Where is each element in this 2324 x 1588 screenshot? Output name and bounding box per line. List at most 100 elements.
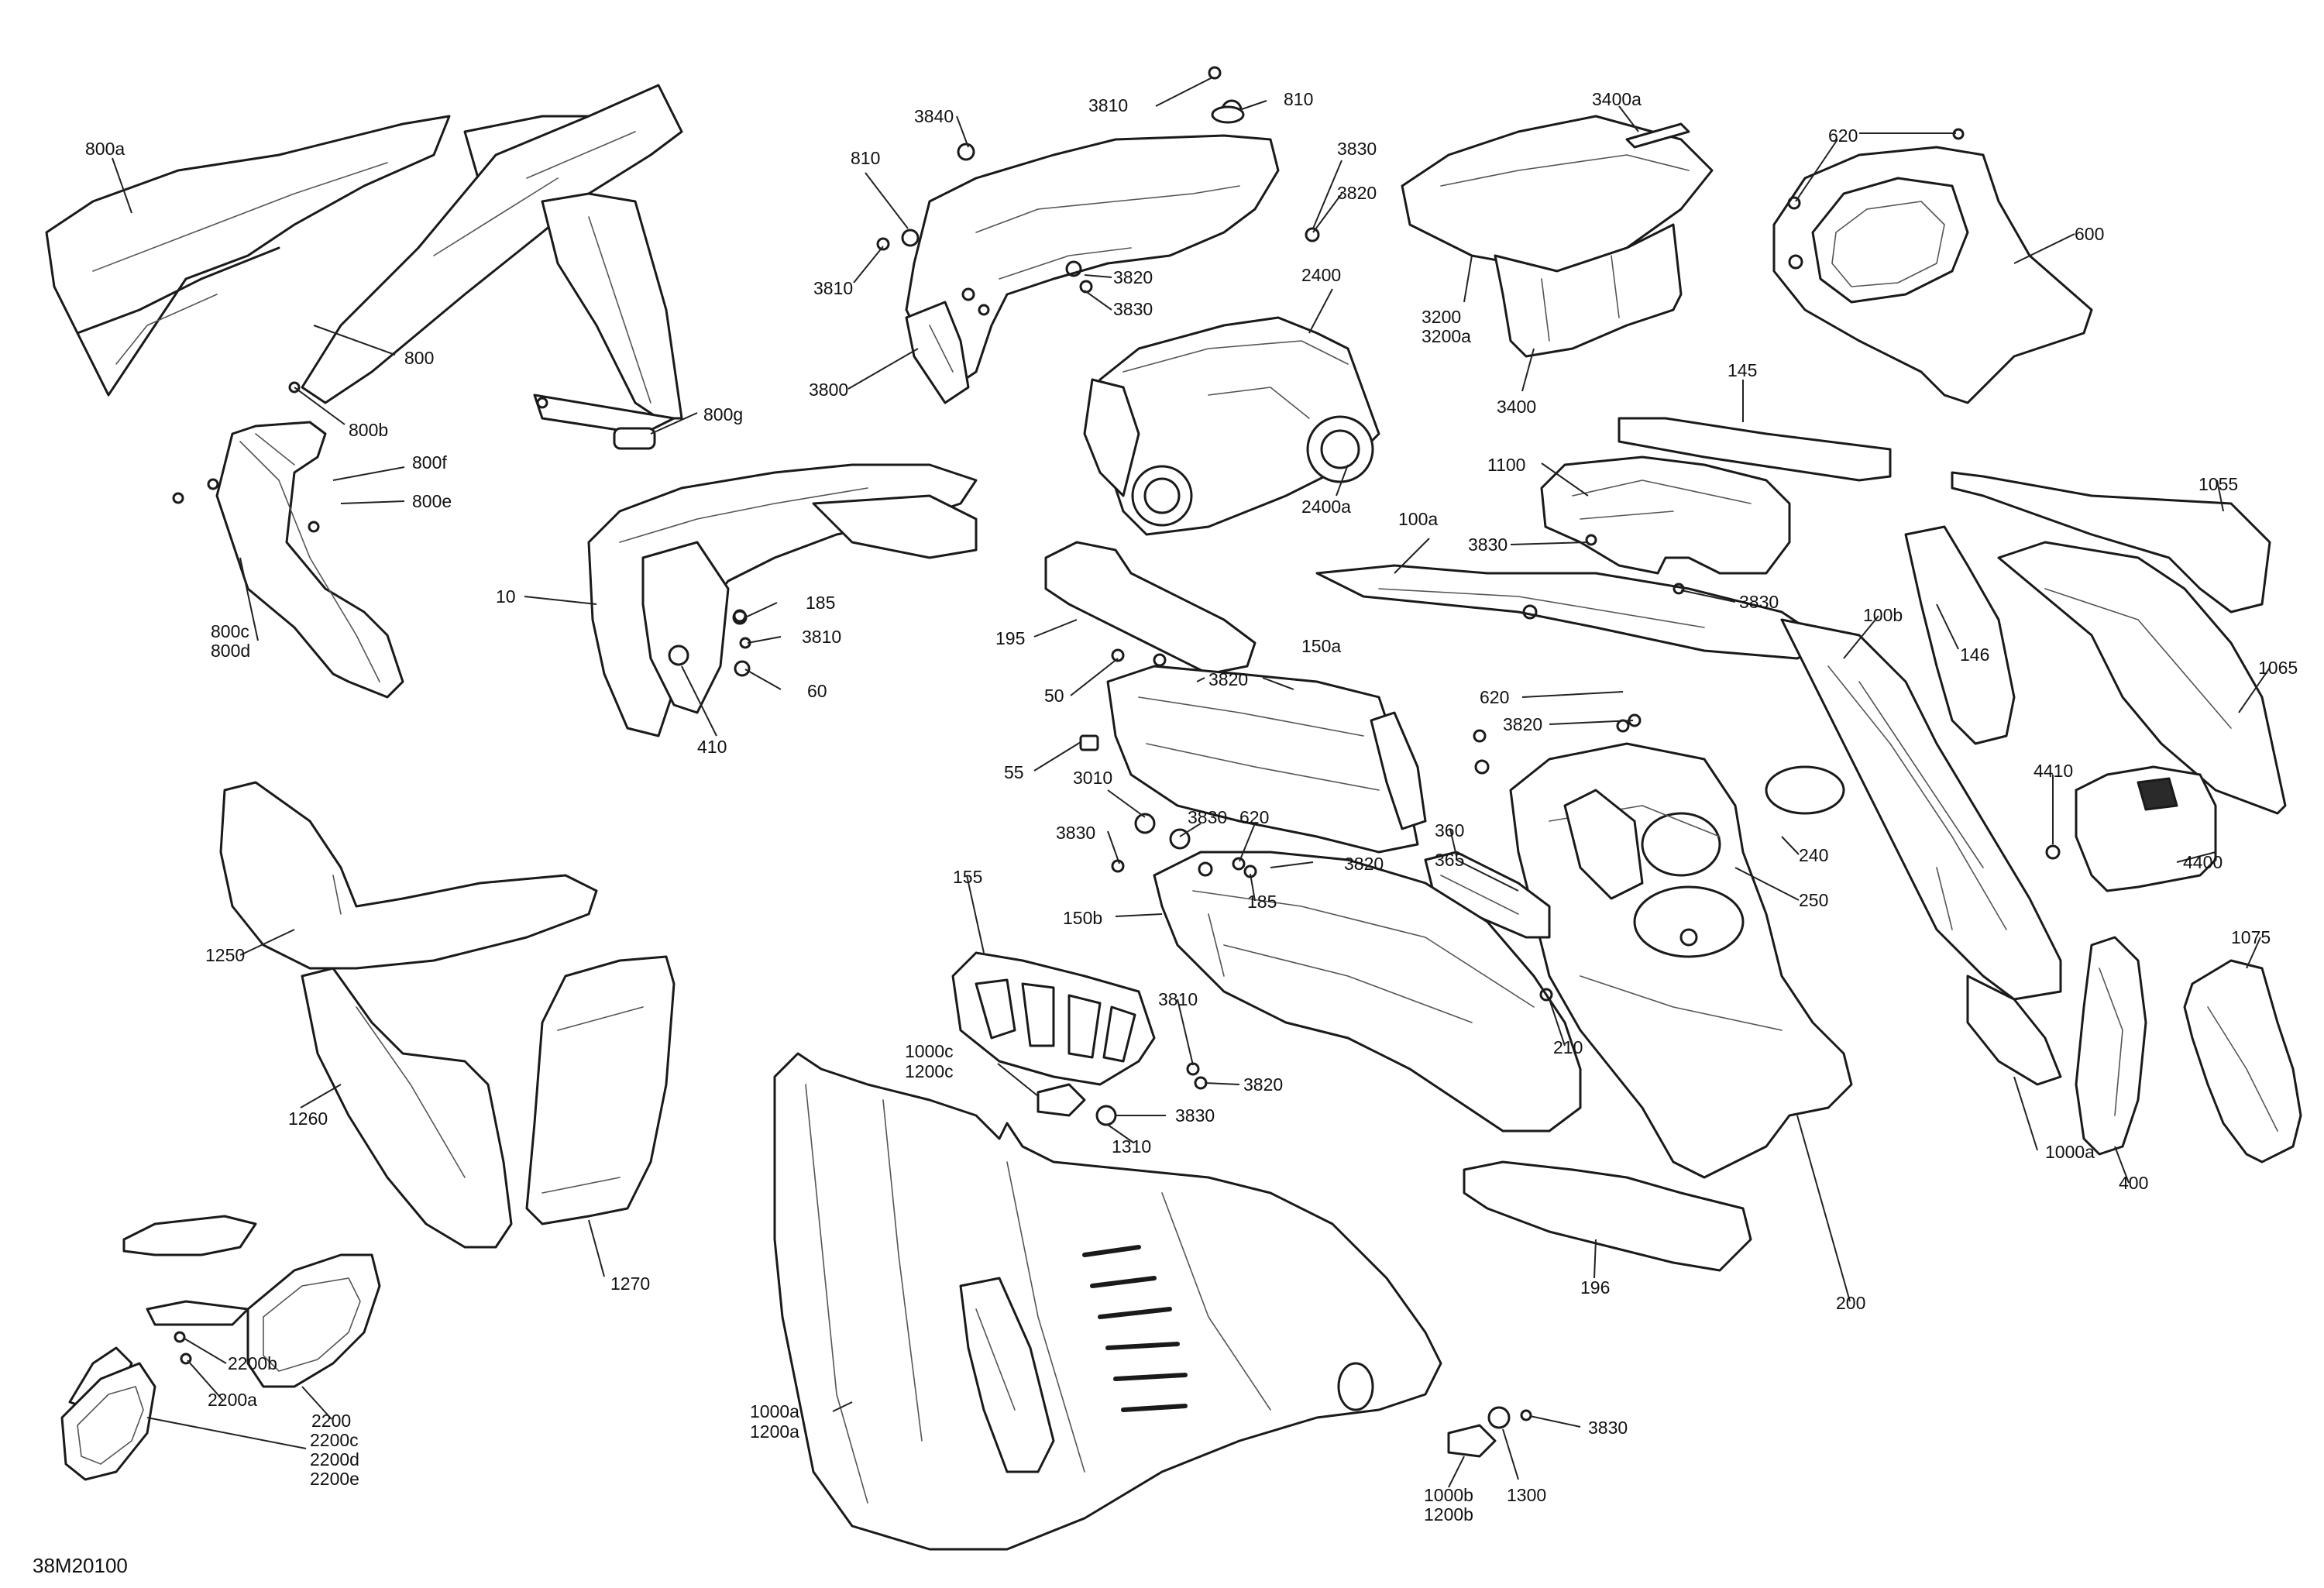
callout-label: 1000a — [750, 1401, 799, 1421]
part-800g-lens — [613, 427, 656, 450]
part-155-vent — [951, 951, 1156, 1086]
part-front-cowl — [45, 84, 683, 435]
callout-label: 10 — [496, 586, 516, 607]
callout-label: 620 — [1828, 125, 1858, 146]
callout-label: 3820 — [1503, 714, 1542, 734]
callout-label: 3820 — [1344, 854, 1384, 874]
callout-label: 2200d — [310, 1449, 359, 1469]
callout-label: 155 — [953, 867, 982, 887]
callout-label: 365 — [1435, 850, 1464, 870]
part-1270-panel — [525, 955, 676, 1225]
callout-label: 3830 — [1056, 823, 1095, 843]
callout-label: 200 — [1836, 1293, 1865, 1313]
callout-label: 2200b — [228, 1353, 277, 1373]
callout-label: 3830 — [1468, 534, 1508, 555]
callout-label: 410 — [697, 737, 727, 757]
part-gauge-bezel — [1772, 146, 2093, 404]
part-small-hardware — [732, 66, 1965, 1090]
callout-label: 3010 — [1073, 768, 1112, 788]
callout-label: 50 — [1044, 686, 1064, 706]
callout-label: 1000b — [1424, 1485, 1473, 1505]
callout-label: 800g — [703, 404, 743, 424]
part-4400-box — [2045, 765, 2217, 892]
callout-label: 100a — [1398, 509, 1438, 529]
part-right-trims — [1904, 471, 2287, 815]
callout-label: 3820 — [1208, 669, 1248, 689]
callout-label: 55 — [1004, 762, 1024, 782]
callout-label: 1200b — [1424, 1504, 1473, 1524]
callout-label: 1270 — [610, 1273, 650, 1294]
callout-label: 195 — [995, 628, 1025, 648]
callout-label: 150a — [1301, 636, 1341, 656]
part-small-clips — [1037, 1083, 1532, 1458]
callout-label: 3800 — [809, 380, 848, 400]
callout-label: 600 — [2075, 224, 2104, 244]
part-2200-mirrors — [60, 1215, 381, 1481]
callout-label: 3830 — [1739, 592, 1779, 612]
callout-label: 3820 — [1113, 267, 1153, 287]
callout-label: 60 — [807, 681, 827, 701]
part-1250-panel — [219, 781, 598, 970]
part-1260-panel — [301, 967, 513, 1249]
callout-label: 1200c — [905, 1061, 954, 1081]
callout-label: 100b — [1863, 605, 1903, 625]
callout-label: 1055 — [2199, 474, 2238, 494]
callout-label: 2200e — [310, 1469, 359, 1489]
part-1075-panel — [2183, 959, 2302, 1164]
leader-lines — [112, 77, 2271, 1488]
callout-label: 3200 — [1422, 307, 1461, 327]
part-10-surround — [587, 463, 978, 737]
callout-labels: 800a 800 800b 800f 800e 800g 800c 800d 3… — [33, 89, 2298, 1577]
callout-label: 3830 — [1588, 1418, 1628, 1438]
part-145-strip — [1618, 417, 1892, 482]
part-100-upper-panel — [1315, 564, 2062, 1086]
callout-label: 1065 — [2258, 658, 2298, 678]
callout-label: 810 — [1284, 89, 1313, 109]
callout-label: 2400 — [1301, 265, 1341, 285]
callout-label: 3820 — [1243, 1074, 1283, 1095]
callout-label: 3830 — [1337, 139, 1377, 159]
louvers — [1082, 1245, 1188, 1412]
callout-label: 800b — [349, 420, 388, 440]
callout-label: 400 — [2119, 1173, 2148, 1193]
callout-label: 800 — [404, 348, 434, 368]
callout-label: 1260 — [288, 1109, 328, 1129]
callout-label: 2400a — [1301, 497, 1351, 517]
callout-label: 1300 — [1507, 1485, 1546, 1505]
callout-label: 1200a — [750, 1421, 799, 1442]
callout-label: 800e — [412, 491, 452, 511]
part-headlight-assembly — [1083, 316, 1380, 536]
callout-label: 3830 — [1113, 299, 1153, 319]
callout-label: 620 — [1239, 807, 1269, 827]
part-150a-fairing — [1106, 665, 1427, 854]
callout-label: 800a — [85, 139, 125, 159]
callout-label: 3810 — [813, 278, 853, 298]
callout-label: 3810 — [1158, 989, 1198, 1009]
callout-label: 1100 — [1487, 455, 1525, 475]
callout-label: 240 — [1799, 845, 1828, 865]
callout-label: 1000c — [905, 1041, 954, 1061]
callout-label: 3830 — [1188, 807, 1227, 827]
callout-label: 1310 — [1112, 1136, 1151, 1157]
callout-label: 4410 — [2033, 761, 2073, 781]
callout-label: 810 — [851, 148, 880, 168]
callout-label: 2200 — [311, 1411, 351, 1431]
callout-label: 185 — [1247, 892, 1277, 912]
part-fairing-bracket — [905, 134, 1280, 404]
callout-label: 145 — [1728, 360, 1757, 380]
callout-label: 196 — [1580, 1277, 1610, 1298]
part-400-trim — [2075, 936, 2147, 1156]
callout-label: 146 — [1960, 644, 1989, 665]
part-1000a-lower-panel — [773, 1052, 1442, 1551]
callout-label: 3820 — [1337, 183, 1377, 203]
callout-label: 210 — [1553, 1037, 1583, 1057]
part-195-trim — [1044, 541, 1257, 675]
callout-label: 3810 — [1088, 95, 1128, 115]
part-200-fuel-tank — [1509, 742, 1853, 1179]
callout-label: 185 — [806, 593, 835, 613]
callout-label: 3810 — [802, 627, 841, 647]
part-side-panel-left — [172, 421, 404, 699]
callout-label: 800c — [211, 621, 249, 641]
callout-label: 4400 — [2183, 852, 2223, 872]
